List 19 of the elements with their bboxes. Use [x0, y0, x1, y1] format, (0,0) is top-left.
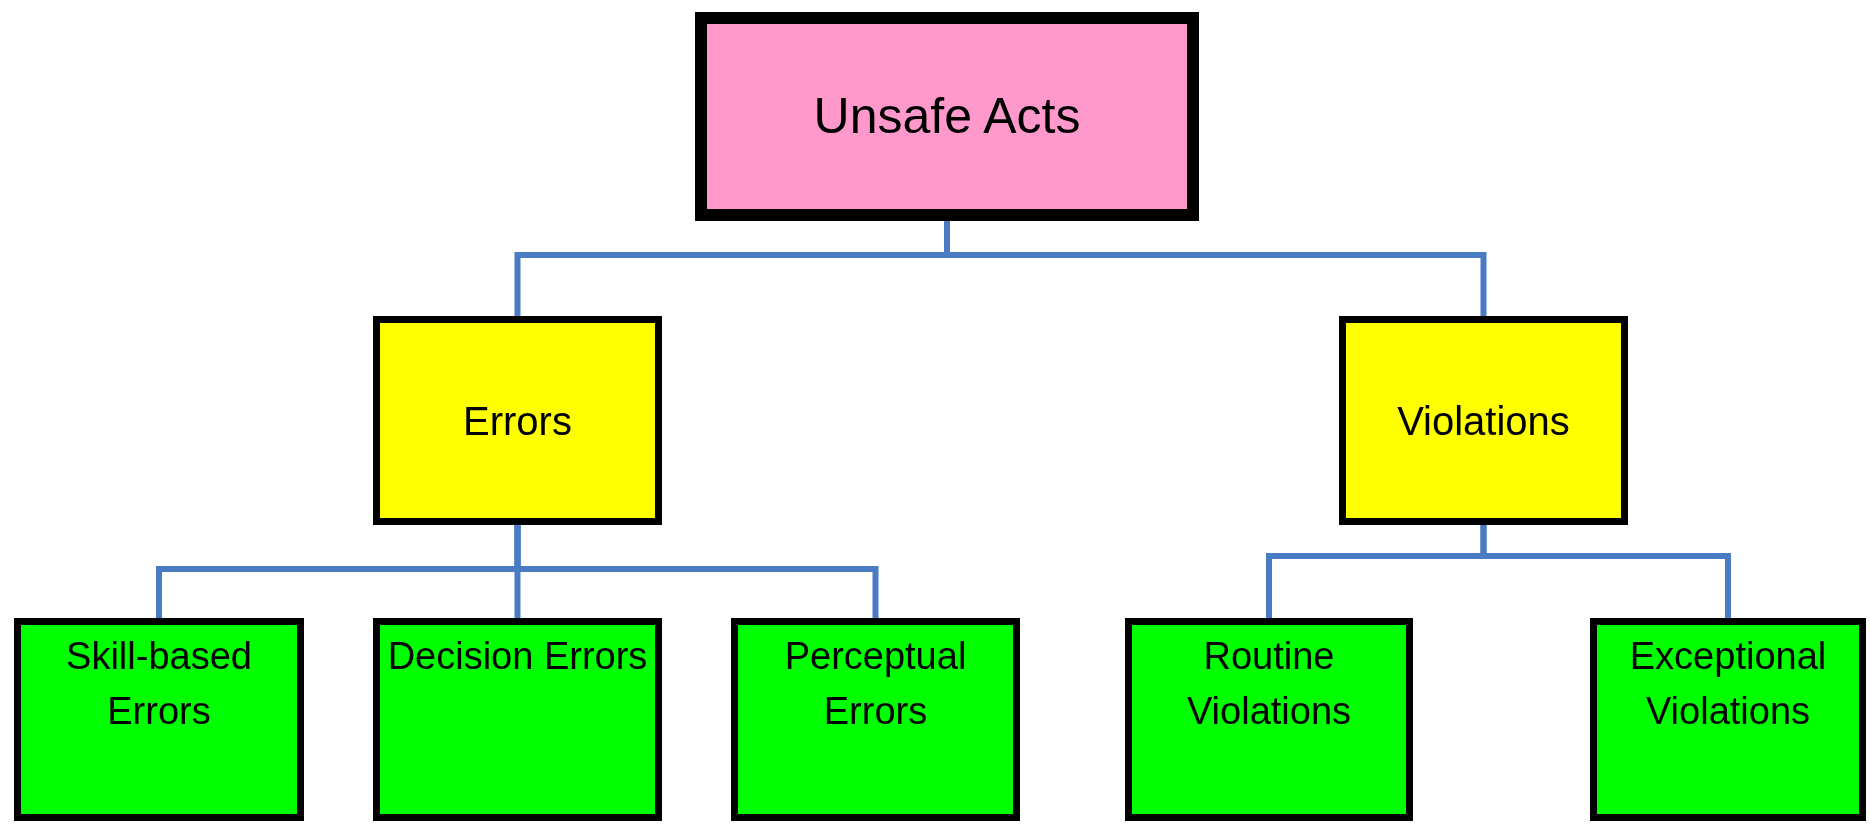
- connector-line: [944, 221, 1487, 316]
- category-box: [1339, 316, 1628, 525]
- box-label: Perceptual Errors: [783, 634, 968, 735]
- category-box: [14, 618, 304, 821]
- box-label: Unsafe Acts: [812, 87, 1082, 147]
- category-box: [1125, 618, 1413, 821]
- category-box: [373, 316, 662, 525]
- category-box: [373, 618, 662, 821]
- category-box: [695, 12, 1199, 221]
- box-label: Skill-based Errors: [65, 634, 253, 735]
- connector-line: [1480, 525, 1731, 618]
- box-label: Errors: [462, 397, 573, 445]
- box-label: Decision Errors: [386, 634, 649, 679]
- category-box: [731, 618, 1020, 821]
- box-label: Routine Violations: [1185, 634, 1353, 735]
- box-label: Exceptional Violations: [1628, 634, 1828, 735]
- category-box: [1590, 618, 1866, 821]
- box-label: Violations: [1396, 397, 1571, 445]
- connector-line: [514, 525, 879, 618]
